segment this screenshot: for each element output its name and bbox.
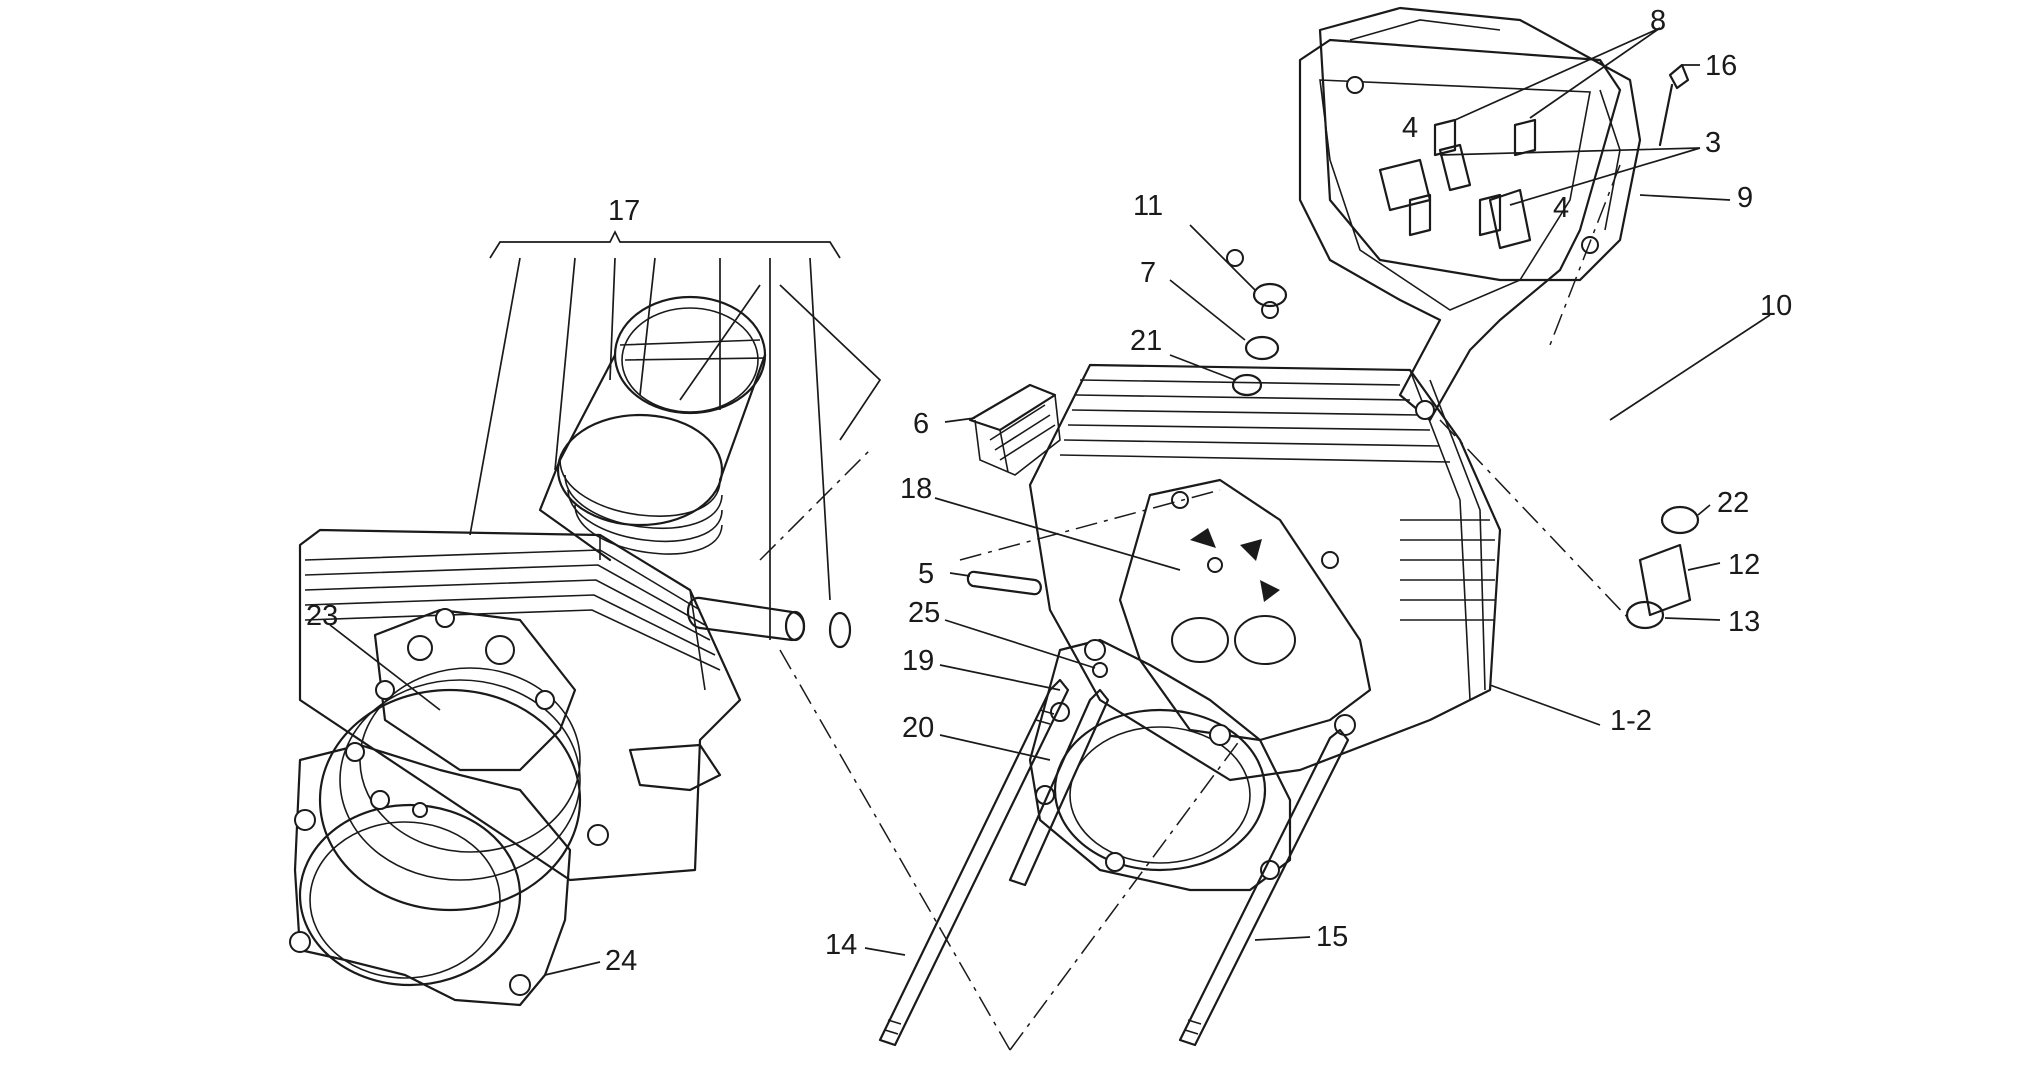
dowel-pin (966, 570, 1042, 596)
callout-5: 5 (918, 558, 934, 590)
cylinder-top-flange (373, 608, 577, 772)
callout-7: 7 (1140, 257, 1156, 289)
callout-9: 9 (1737, 182, 1753, 214)
callout-20: 20 (902, 712, 934, 744)
inlet-block (968, 383, 1061, 476)
callout-4a: 4 (1402, 112, 1418, 144)
callout-14: 14 (825, 929, 857, 961)
cylinder-barrel (298, 528, 742, 912)
cylinder-head (1028, 363, 1502, 782)
piston (538, 295, 767, 562)
callout-1-2: 1-2 (1610, 705, 1652, 737)
head-pins (1092, 557, 1223, 678)
callout-25: 25 (908, 597, 940, 629)
callout-16: 16 (1705, 50, 1737, 82)
leader-lines (329, 27, 1771, 976)
callout-3: 3 (1705, 127, 1721, 159)
callout-22: 22 (1717, 487, 1749, 519)
circlip (828, 611, 852, 649)
callout-11: 11 (1133, 190, 1163, 222)
callout-12: 12 (1728, 549, 1760, 581)
rocker-cover-bolt (1658, 63, 1690, 147)
rocker-cover-gasket (1226, 38, 1622, 422)
callout-18: 18 (900, 473, 932, 505)
callout-4b: 4 (1553, 192, 1569, 224)
callout-labels: 8 16 4 3 4 9 17 11 7 10 21 6 22 18 12 5 … (306, 5, 1792, 977)
callout-6: 6 (913, 408, 929, 440)
valve-spring-assemblies (1408, 118, 1537, 237)
exhaust-spacer-set (1625, 505, 1700, 630)
head-gasket (1028, 638, 1292, 892)
stud-15 (1178, 728, 1350, 1047)
piston-pin (686, 596, 806, 642)
washer-nut-stack (1231, 282, 1288, 397)
callout-8: 8 (1650, 5, 1666, 37)
callout-10: 10 (1760, 290, 1792, 322)
cylinder-base-gasket (289, 742, 609, 1007)
callout-13: 13 (1728, 606, 1760, 638)
callout-21: 21 (1130, 325, 1162, 357)
callout-23: 23 (306, 600, 338, 632)
callout-24: 24 (605, 945, 637, 977)
callout-17: 17 (608, 195, 640, 227)
stud-20 (1008, 688, 1110, 887)
rocker-arms (1378, 143, 1532, 250)
callout-19: 19 (902, 645, 934, 677)
assembly-center-lines (759, 164, 1631, 1051)
callout-15: 15 (1316, 921, 1348, 953)
